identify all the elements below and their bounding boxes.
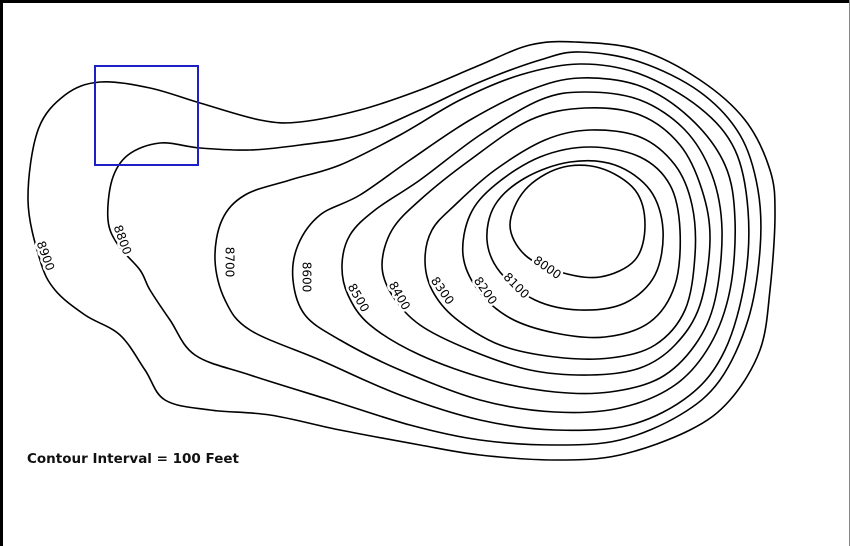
frame-border-top: [0, 0, 850, 3]
contour-line-8400: [381, 107, 711, 376]
contour-label-8400: 8400: [386, 279, 413, 312]
contour-line-8600: [291, 77, 736, 414]
contour-interval-label: Contour Interval = 100 Feet: [27, 451, 239, 467]
highlight-box: [94, 65, 199, 166]
contour-label-8200: 8200: [471, 274, 500, 307]
contour-line-8800: [106, 51, 762, 446]
contour-line-8700: [214, 63, 750, 432]
contour-line-8100: [486, 159, 664, 311]
contour-line-8500: [341, 91, 723, 395]
frame-border-left: [0, 0, 3, 546]
contour-label-8700: 8700: [223, 247, 237, 278]
contour-line-8000: [509, 164, 646, 279]
contour-line-8200: [461, 146, 682, 339]
contour-label-8600: 8600: [300, 262, 314, 293]
contour-line-8300: [424, 129, 697, 360]
contour-label-8900: 8900: [34, 239, 58, 272]
contour-line-8900: [27, 40, 776, 461]
contour-label-8000: 8000: [531, 253, 564, 282]
